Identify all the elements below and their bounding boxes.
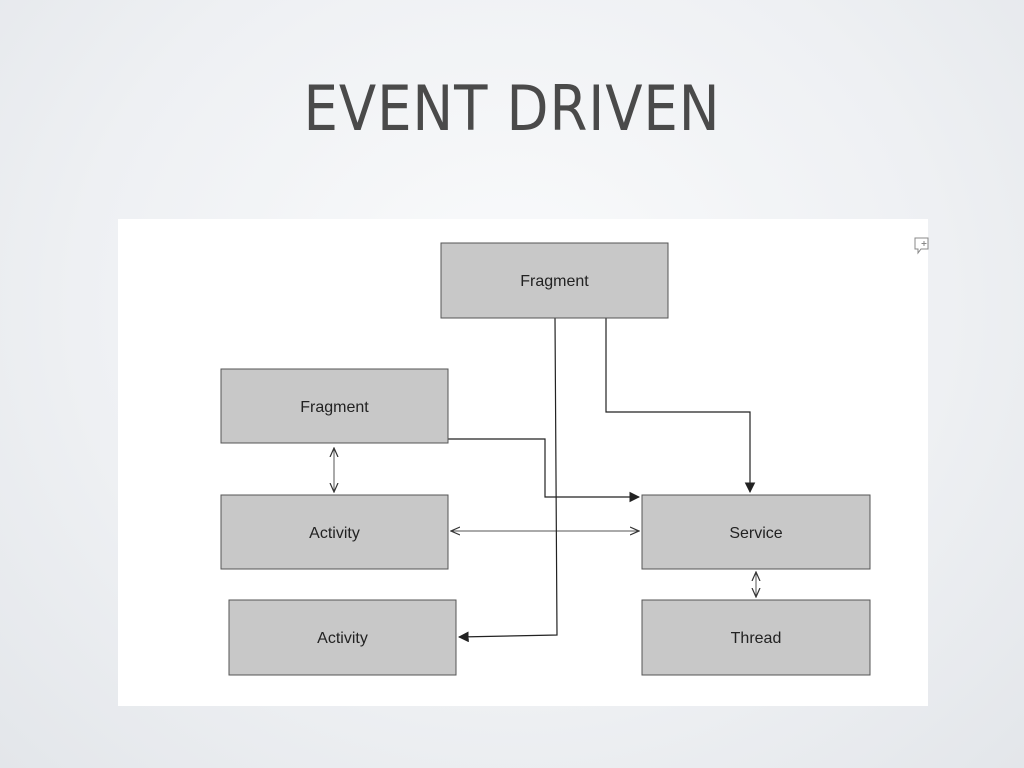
fragment-box-top-label: Fragment [520,273,589,290]
activity-box-bottom: Activity [228,599,457,676]
slide-title: EVENT DRIVEN [303,72,721,145]
service-box: Service [641,494,871,570]
top-fragment-service-connector [605,318,756,494]
event-flow-diagram: Fragment Fragment Activity Activity Serv… [220,242,871,676]
top-fragment-activity-connector [457,317,558,643]
diagram-panel: Fragment Fragment Activity Activity Serv… [118,219,928,706]
fragment-box-top: Fragment [440,242,669,319]
activity-box-mid: Activity [220,494,449,570]
thread-box-label: Thread [731,630,782,647]
fragment-service-connector [448,438,641,503]
service-box-label: Service [729,525,782,542]
activity-box-bottom-label: Activity [317,630,368,647]
thread-box: Thread [641,599,871,676]
fragment-box-left: Fragment [220,368,449,444]
add-comment-icon[interactable] [914,236,930,256]
fragment-box-left-label: Fragment [300,399,369,416]
activity-box-mid-label: Activity [309,525,360,542]
